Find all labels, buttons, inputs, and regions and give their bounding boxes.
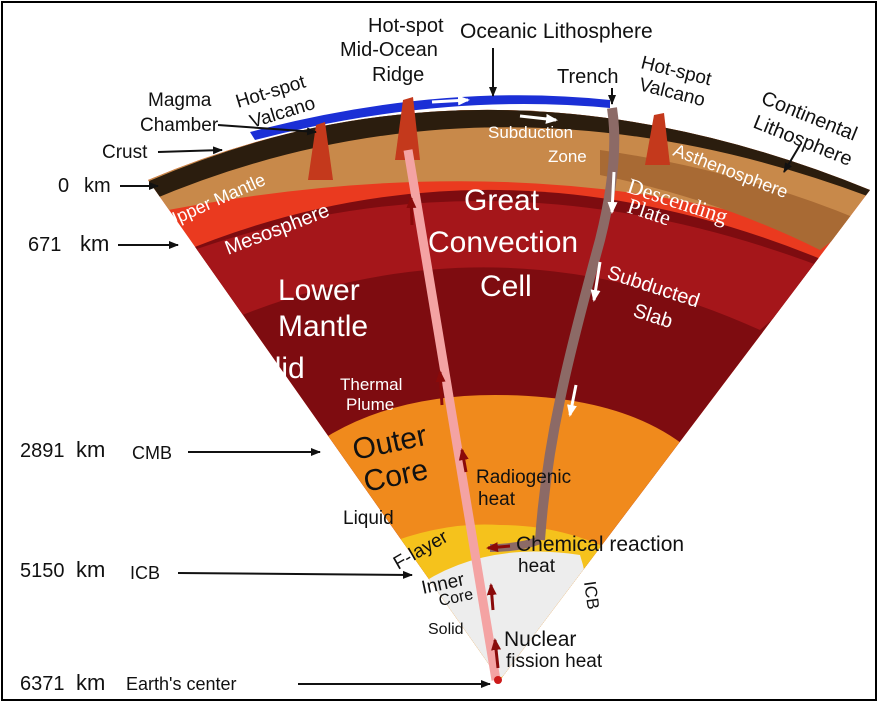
crust-label: Crust	[102, 142, 148, 163]
inner-core-label-2: Core	[437, 586, 475, 610]
subduction-zone-label-1: Subduction	[488, 123, 573, 142]
heat-rise-arrow-icon	[406, 196, 417, 226]
inner-core-state-label: Solid	[428, 621, 464, 638]
depth-0-value: 0	[58, 175, 69, 197]
radiogenic-label-2: heat	[478, 489, 516, 510]
heat-rise-arrow-icon	[435, 370, 446, 406]
hotspot-volcano-left-icon	[308, 122, 333, 180]
earth-center-dot	[494, 676, 502, 684]
subduction-zone-label-2: Zone	[548, 147, 587, 166]
depth-671-unit: km	[80, 231, 109, 256]
convection-label-1: Great	[464, 184, 540, 217]
nuclear-heat-label-1: Nuclear	[504, 628, 576, 651]
magma-chamber-label-1: Magma	[148, 90, 212, 111]
depth-671-value: 671	[28, 234, 61, 256]
flow-arrow-icon	[519, 113, 558, 124]
depth-5150-boundary: ICB	[130, 563, 160, 583]
outer-core-state-label: Liquid	[343, 508, 394, 529]
chemical-heat-label-2: heat	[518, 556, 556, 577]
hotspot-volcano-right-icon	[645, 113, 670, 165]
depth-2891-value: 2891	[20, 440, 65, 462]
crust-arrow-icon	[157, 146, 223, 155]
thermal-plume-channel	[403, 149, 501, 681]
trench-label: Trench	[557, 66, 619, 88]
hotspot-ridge-volcano-icon	[395, 97, 420, 160]
magma-chamber-arrow-icon	[217, 124, 317, 136]
depth-2891-boundary: CMB	[132, 443, 172, 463]
flow-arrow-icon	[567, 384, 578, 417]
oceanic-lithosphere-label: Oceanic Lithosphere	[460, 20, 653, 43]
flow-arrow-icon	[590, 261, 602, 302]
asthenosphere-layer	[600, 150, 860, 250]
heat-rise-arrow-icon	[458, 448, 469, 473]
hotspot-ridge-label-2: Mid-Ocean	[340, 39, 438, 61]
hotspot-ridge-label-3: Ridge	[372, 64, 424, 86]
convection-label-2: Convection	[428, 226, 578, 259]
depth-6371-boundary: Earth's center	[126, 674, 237, 694]
lower-mantle-label-1: Lower	[278, 274, 360, 307]
thermal-plume-label-2: Plume	[346, 395, 394, 414]
heat-rise-arrow-icon	[491, 638, 502, 669]
icb-side-label: ICB	[580, 580, 603, 611]
continental-lithosphere-arrow-icon	[783, 144, 801, 173]
depth-0-unit: km	[84, 175, 111, 197]
depth-scale: 0 km 671 km 2891 km CMB 5150 km ICB 6371…	[20, 175, 491, 695]
heat-rise-arrow-icon	[486, 583, 497, 611]
flow-arrow-icon	[607, 171, 618, 214]
icb-arrow-icon	[177, 570, 413, 579]
cmb-side-label: CMB	[668, 459, 694, 500]
convection-label-3: Cell	[480, 270, 532, 303]
flow-arrow-icon	[431, 95, 470, 106]
depth-5150-value: 5150	[20, 560, 65, 582]
magma-chamber-label-2: Chamber	[140, 115, 219, 136]
descending-plate-path	[535, 107, 620, 541]
depth-2891-unit: km	[76, 437, 105, 462]
chemical-heat-arrow-icon	[486, 542, 511, 553]
depth-6371-unit: km	[76, 670, 105, 695]
nuclear-heat-label-2: fission heat	[506, 651, 603, 672]
radiogenic-label-1: Radiogenic	[476, 467, 571, 488]
lower-mantle-state-label: Solid	[238, 352, 305, 385]
depth-6371-value: 6371	[20, 673, 65, 695]
chemical-heat-label-1: Chemical reaction	[516, 533, 684, 556]
hotspot-ridge-label-1: Hot-spot	[368, 15, 444, 37]
lower-mantle-label-2: Mantle	[278, 310, 368, 343]
thermal-plume-label-1: Thermal	[340, 375, 402, 394]
depth-5150-unit: km	[76, 557, 105, 582]
mesosphere-layer	[180, 201, 830, 330]
ocean-layer	[250, 95, 610, 140]
